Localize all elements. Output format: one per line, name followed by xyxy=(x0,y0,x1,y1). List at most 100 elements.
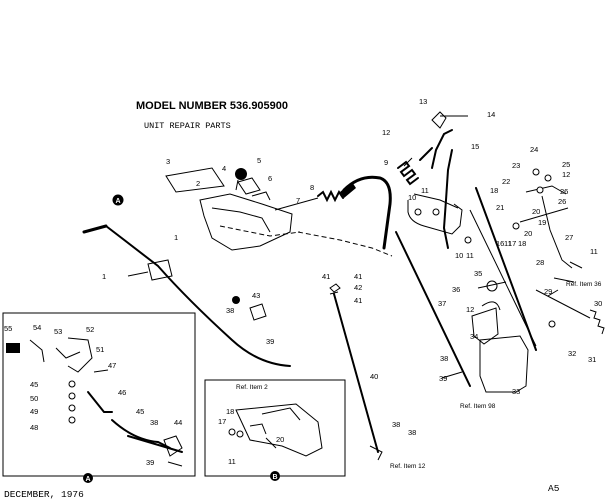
handle-frame xyxy=(407,111,463,249)
shift-lever xyxy=(105,225,291,367)
lever-bracket xyxy=(147,259,173,281)
part-number: 39 xyxy=(146,458,154,467)
part-number: 36 xyxy=(452,285,460,294)
clip-rod xyxy=(553,277,575,283)
part-number: 33 xyxy=(512,387,520,396)
rod-clip xyxy=(329,283,341,293)
part-number: 41 xyxy=(322,272,330,281)
part-number: 26 xyxy=(558,197,566,206)
part-number: 25 xyxy=(562,160,570,169)
part-number: 22 xyxy=(502,177,510,186)
washer-26 xyxy=(536,186,544,194)
part-number: 42 xyxy=(354,283,362,292)
part-number: 3 xyxy=(166,157,170,166)
part-number: 39 xyxy=(266,337,274,346)
clip-29 xyxy=(547,289,559,297)
part-number: 12 xyxy=(466,305,474,314)
part-number: 35 xyxy=(474,269,482,278)
part-number: 14 xyxy=(487,110,495,119)
part-number: 38 xyxy=(150,418,158,427)
part-number: 44 xyxy=(174,418,182,427)
part-number: 45 xyxy=(30,380,38,389)
washer-18 xyxy=(512,222,520,230)
ref-item-12: Ref. Item 12 xyxy=(390,463,426,470)
part-number: 45 xyxy=(136,407,144,416)
spacer xyxy=(249,303,267,321)
part-number: 20 xyxy=(276,435,284,444)
part-number: 43 xyxy=(252,291,260,300)
lever-arm xyxy=(519,207,569,223)
upper-handle xyxy=(342,175,392,250)
washer-10b xyxy=(414,208,422,216)
shift-rod xyxy=(274,197,319,211)
part-number: 50 xyxy=(30,394,38,403)
part-number: 20 xyxy=(532,207,540,216)
nut-23 xyxy=(532,168,540,176)
part-number: 41 xyxy=(354,296,362,305)
lever-grip xyxy=(82,224,108,234)
lever-bolt xyxy=(127,271,149,277)
part-number: 52 xyxy=(86,325,94,334)
control-rod-right xyxy=(475,187,537,351)
part-number: 6 xyxy=(268,174,272,183)
part-number: 11 xyxy=(504,239,512,248)
part-number: 1 xyxy=(102,272,106,281)
bolt-39 xyxy=(441,371,463,379)
part-number: 38 xyxy=(226,306,234,315)
clip-28 xyxy=(569,261,583,269)
inset-b-parts xyxy=(228,403,323,457)
footer-date: DECEMBER, 1976 xyxy=(4,489,84,500)
grip-spring xyxy=(397,160,419,186)
model-number-title: MODEL NUMBER 536.905900 xyxy=(136,100,288,112)
part-number: 37 xyxy=(438,299,446,308)
shift-link xyxy=(469,209,537,347)
part-number: 1 xyxy=(174,233,178,242)
part-number: 32 xyxy=(568,349,576,358)
part-number: 53 xyxy=(54,327,62,336)
part-number: 24 xyxy=(530,145,538,154)
adjust-rod xyxy=(541,195,573,269)
inset-b-box xyxy=(204,379,346,477)
part-number: 28 xyxy=(536,258,544,267)
part-number: 23 xyxy=(512,161,520,170)
part-number: 20 xyxy=(524,229,532,238)
part-number: 19 xyxy=(538,218,546,227)
ref-item-2: Ref. Item 2 xyxy=(236,384,268,391)
part-number: 15 xyxy=(471,142,479,151)
part-number: 8 xyxy=(310,183,314,192)
callout-a-inset-label: A xyxy=(85,476,90,483)
shift-bracket-assembly xyxy=(165,167,301,251)
washer-32 xyxy=(548,320,556,328)
inset-a-parts xyxy=(6,337,183,467)
handle-grip xyxy=(340,182,356,198)
diagram-subtitle: UNIT REPAIR PARTS xyxy=(144,121,231,131)
part-number: 21 xyxy=(496,203,504,212)
part-number: 34 xyxy=(470,332,478,341)
part-number: 48 xyxy=(30,423,38,432)
rod-end xyxy=(369,445,383,461)
part-number: 51 xyxy=(96,345,104,354)
part-number-labels: 3 4 5 6 2 7 8 9 1 1 13 14 12 15 11 10 18… xyxy=(4,97,602,467)
callout-a-marker xyxy=(112,194,124,206)
callout-a-label: A xyxy=(115,198,120,205)
inset-a-box xyxy=(2,312,196,477)
part-number: 16 xyxy=(496,239,504,248)
part-number: 38 xyxy=(408,428,416,437)
bolt-12 xyxy=(403,157,413,167)
callout-b-marker xyxy=(270,471,280,481)
lower-bracket xyxy=(471,280,529,393)
part-number: 11 xyxy=(421,186,429,195)
crank-rod xyxy=(535,289,591,319)
alignment-line xyxy=(297,231,393,257)
part-number: 7 xyxy=(296,196,300,205)
part-number: 41 xyxy=(354,272,362,281)
part-number: 12 xyxy=(562,170,570,179)
spring xyxy=(317,189,344,203)
part-number: 47 xyxy=(108,361,116,370)
control-rod xyxy=(395,231,471,387)
part-number: 39 xyxy=(439,374,447,383)
ref-item-36: Ref. Item 36 xyxy=(566,281,602,288)
nut-12 xyxy=(544,174,552,182)
part-number: 10 xyxy=(455,251,463,260)
